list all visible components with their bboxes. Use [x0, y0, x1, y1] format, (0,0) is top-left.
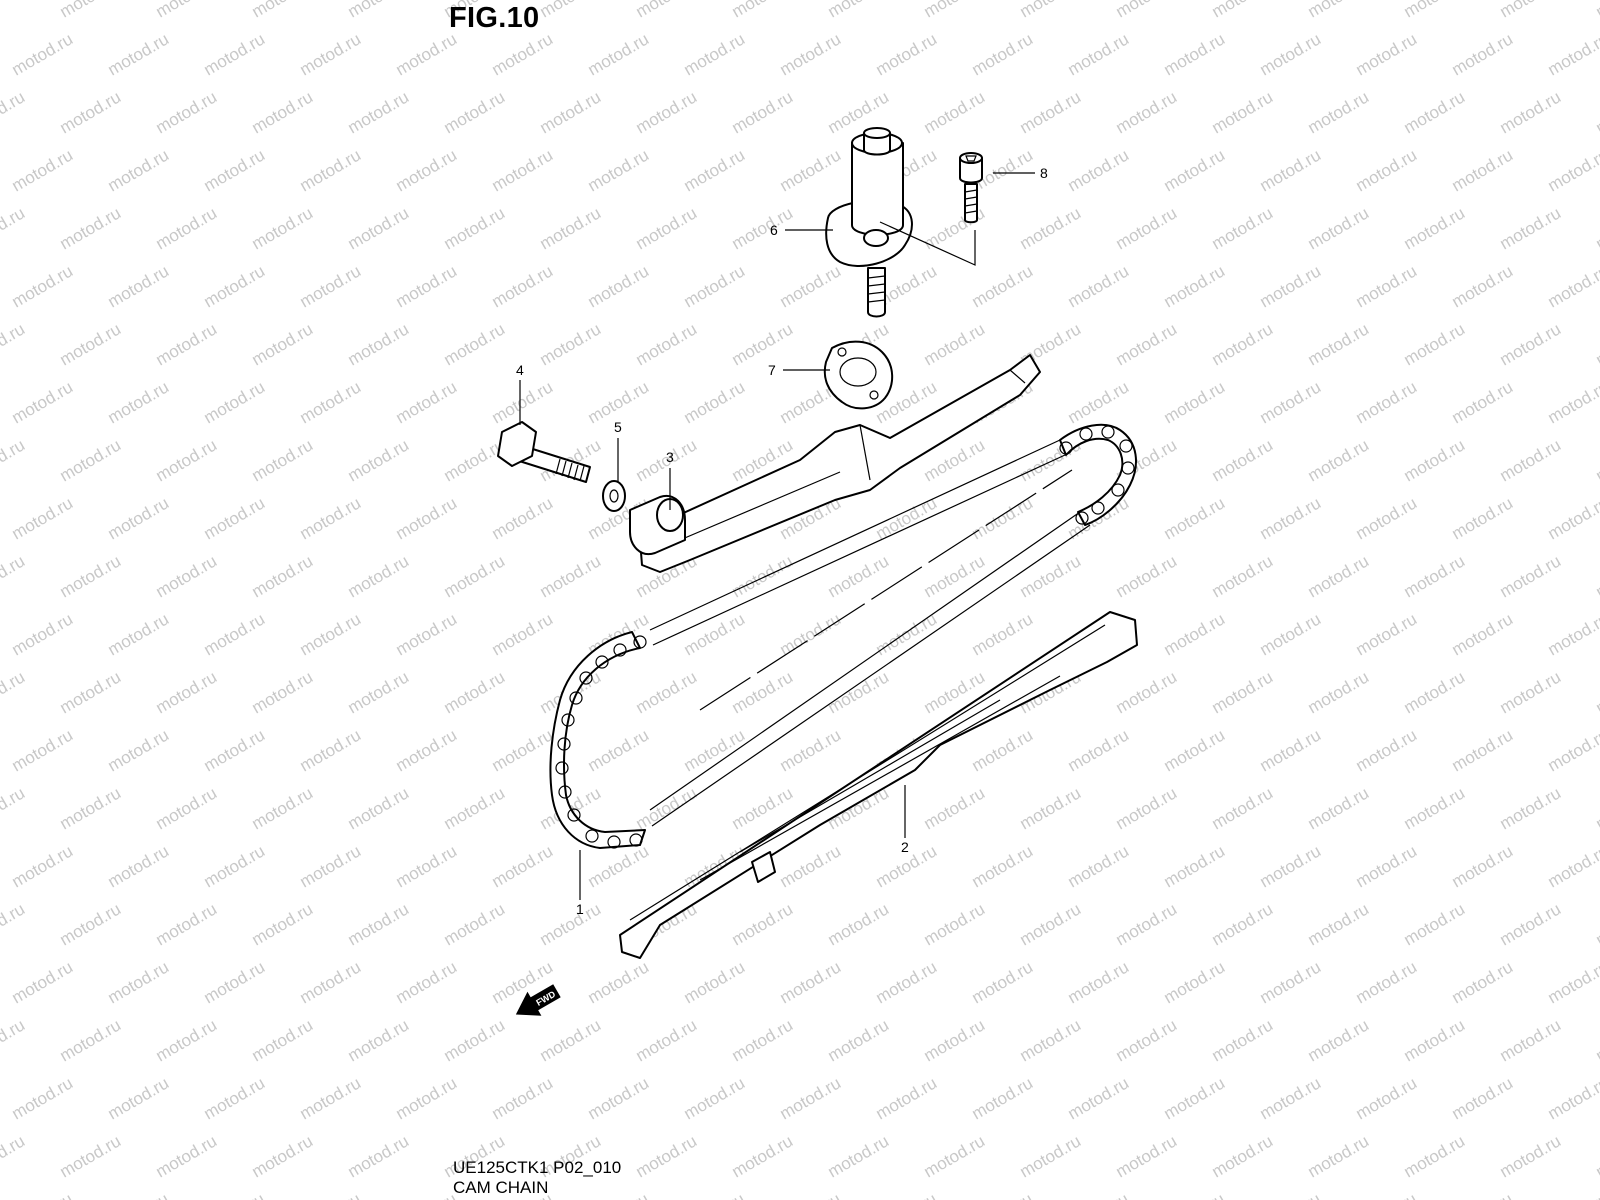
watermark-text: motod.ru: [1593, 0, 1600, 21]
figure-caption: CAM CHAIN: [453, 1178, 549, 1197]
washer: [602, 480, 626, 512]
callout-7: 7: [768, 362, 776, 378]
callout-2: 2: [901, 839, 909, 855]
forward-arrow: FWD: [515, 984, 561, 1016]
chain-guide: [619, 611, 1138, 959]
callout-8: 8: [1040, 165, 1048, 181]
figure-code: UE125CTK1 P02_010: [453, 1158, 622, 1177]
figure-title: FIG.10: [449, 2, 540, 34]
gasket: [823, 340, 894, 410]
callout-3: 3: [666, 449, 674, 465]
callout-1: 1: [576, 901, 584, 917]
leader-lines: [519, 172, 1035, 900]
callout-5: 5: [614, 419, 622, 435]
callout-6: 6: [770, 222, 778, 238]
bolt: [497, 421, 591, 483]
callout-4: 4: [516, 362, 524, 378]
cam-chain: [549, 423, 1137, 849]
tensioner-adjuster: [825, 127, 976, 318]
cap-screw: [959, 152, 983, 224]
